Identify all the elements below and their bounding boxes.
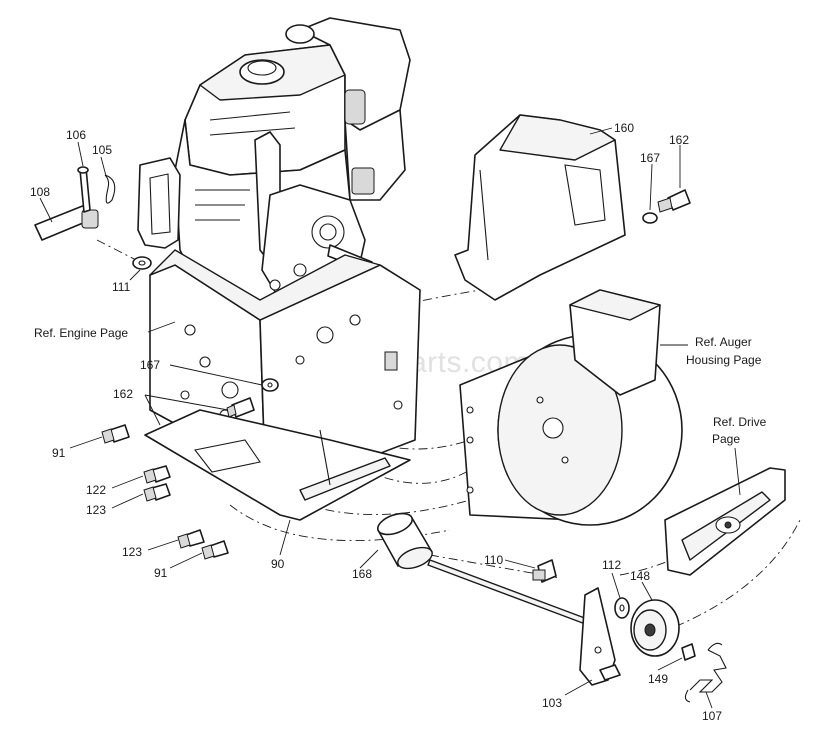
callout-162-top: 162 — [669, 133, 689, 147]
callout-110: 110 — [484, 553, 503, 567]
callout-168: 168 — [352, 567, 372, 581]
ref-auger-label-line2: Housing Page — [686, 353, 762, 367]
callout-105: 105 — [92, 143, 112, 157]
callout-162-frame: 162 — [113, 387, 133, 401]
callout-103: 103 — [542, 696, 562, 710]
belt-cover — [454, 114, 626, 301]
callout-112: 112 — [602, 558, 621, 572]
callout-91-lower: 91 — [154, 566, 168, 580]
callout-148: 148 — [630, 569, 650, 583]
ref-drive-label-line2: Page — [712, 432, 740, 446]
callout-122: 122 — [86, 483, 106, 497]
callout-167-frame: 167 — [140, 358, 160, 372]
auger-housing — [459, 289, 683, 526]
callout-106: 106 — [66, 128, 86, 142]
callout-111: 111 — [112, 280, 131, 294]
callout-91-upper: 91 — [52, 446, 66, 460]
drive-components — [427, 559, 727, 703]
callout-123-lower: 123 — [122, 545, 142, 559]
ref-drive-label-line1: Ref. Drive — [713, 415, 767, 429]
callout-149: 149 — [648, 672, 668, 686]
callout-107: 107 — [702, 709, 722, 723]
callout-123-upper: 123 — [86, 503, 106, 517]
lever-hardware — [34, 166, 152, 270]
callout-108: 108 — [30, 185, 50, 199]
ref-engine-label: Ref. Engine Page — [34, 326, 128, 340]
callout-90: 90 — [271, 557, 285, 571]
bolts-and-washers — [101, 189, 691, 560]
leader-lines — [39, 127, 741, 709]
callout-160: 160 — [614, 121, 634, 135]
drive-plate — [664, 467, 786, 576]
ref-auger-label-line1: Ref. Auger — [695, 335, 752, 349]
callout-167-top: 167 — [640, 151, 660, 165]
roller — [377, 512, 433, 570]
base-plate — [144, 409, 411, 521]
